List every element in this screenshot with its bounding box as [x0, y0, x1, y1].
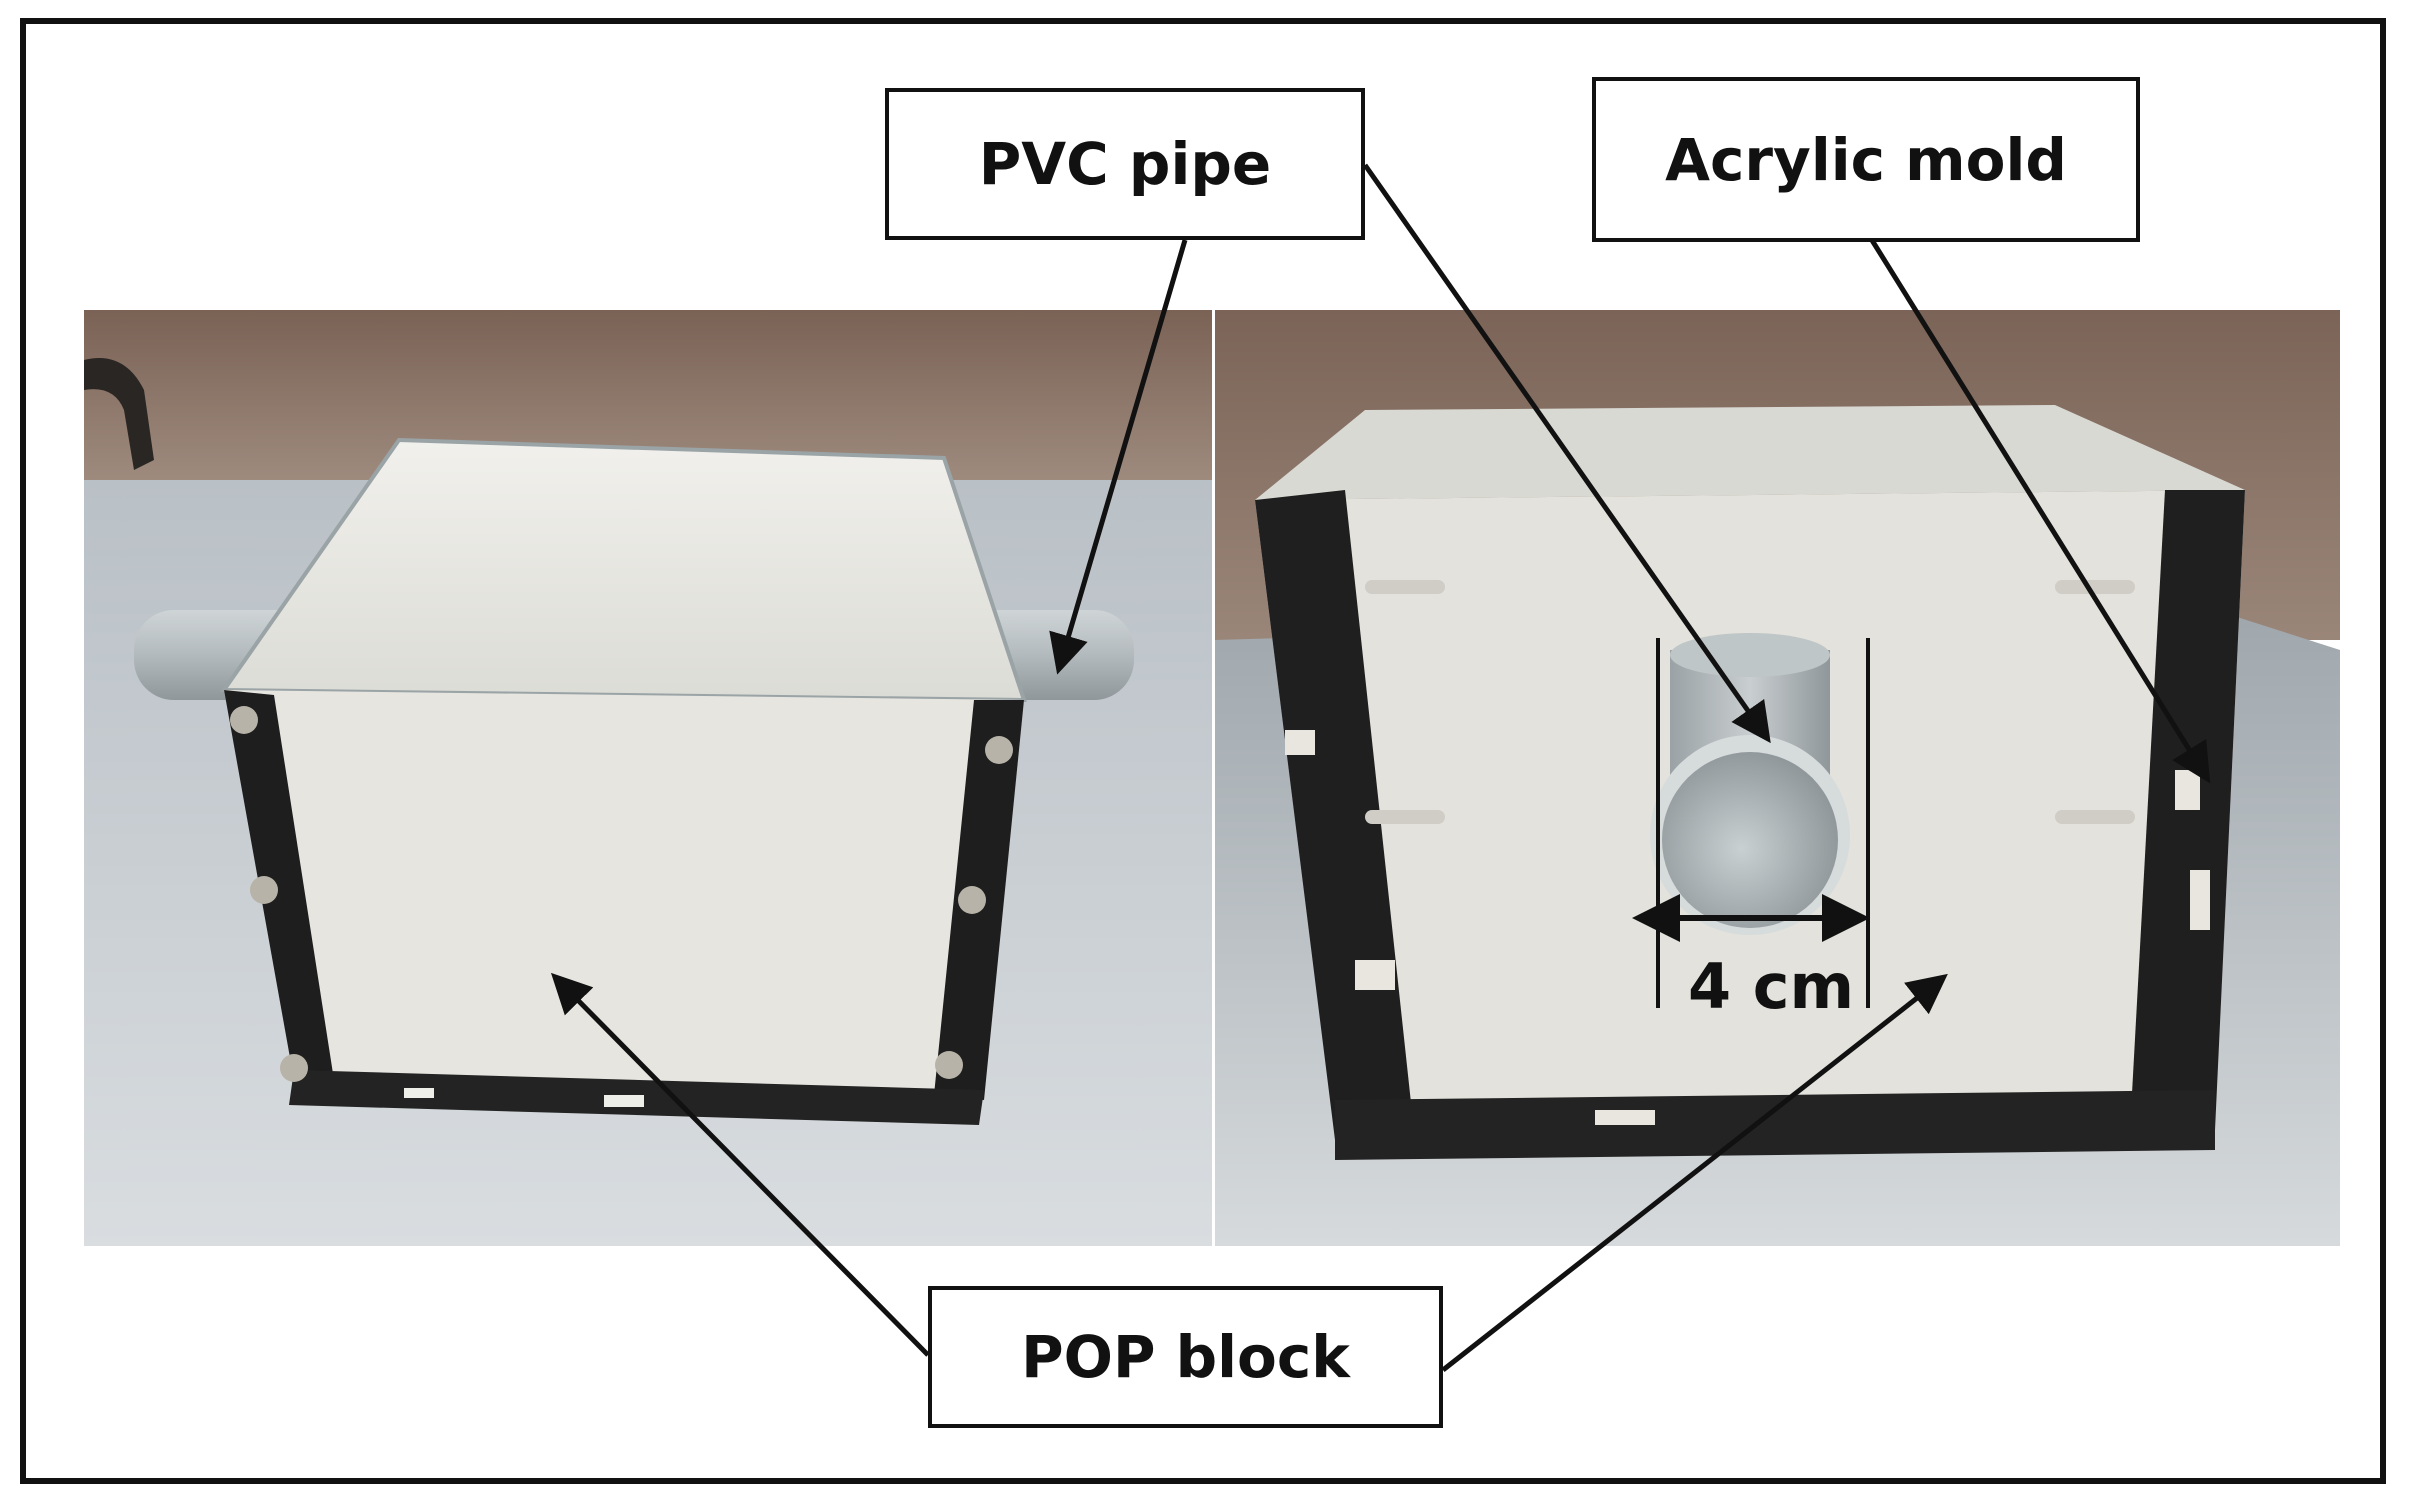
dimension-label: 4 cm — [1688, 950, 1855, 1023]
photo-side-view — [84, 310, 1212, 1246]
label-pvc-pipe: PVC pipe — [885, 88, 1365, 240]
label-pop-block-text: POP block — [1021, 1323, 1350, 1391]
figure-frame — [20, 18, 2386, 1484]
label-pop-block: POP block — [928, 1286, 1443, 1428]
photo-front-view — [1215, 310, 2340, 1246]
label-acrylic-mold: Acrylic mold — [1592, 77, 2140, 242]
label-acrylic-mold-text: Acrylic mold — [1665, 125, 2067, 194]
label-pvc-pipe-text: PVC pipe — [978, 130, 1272, 198]
